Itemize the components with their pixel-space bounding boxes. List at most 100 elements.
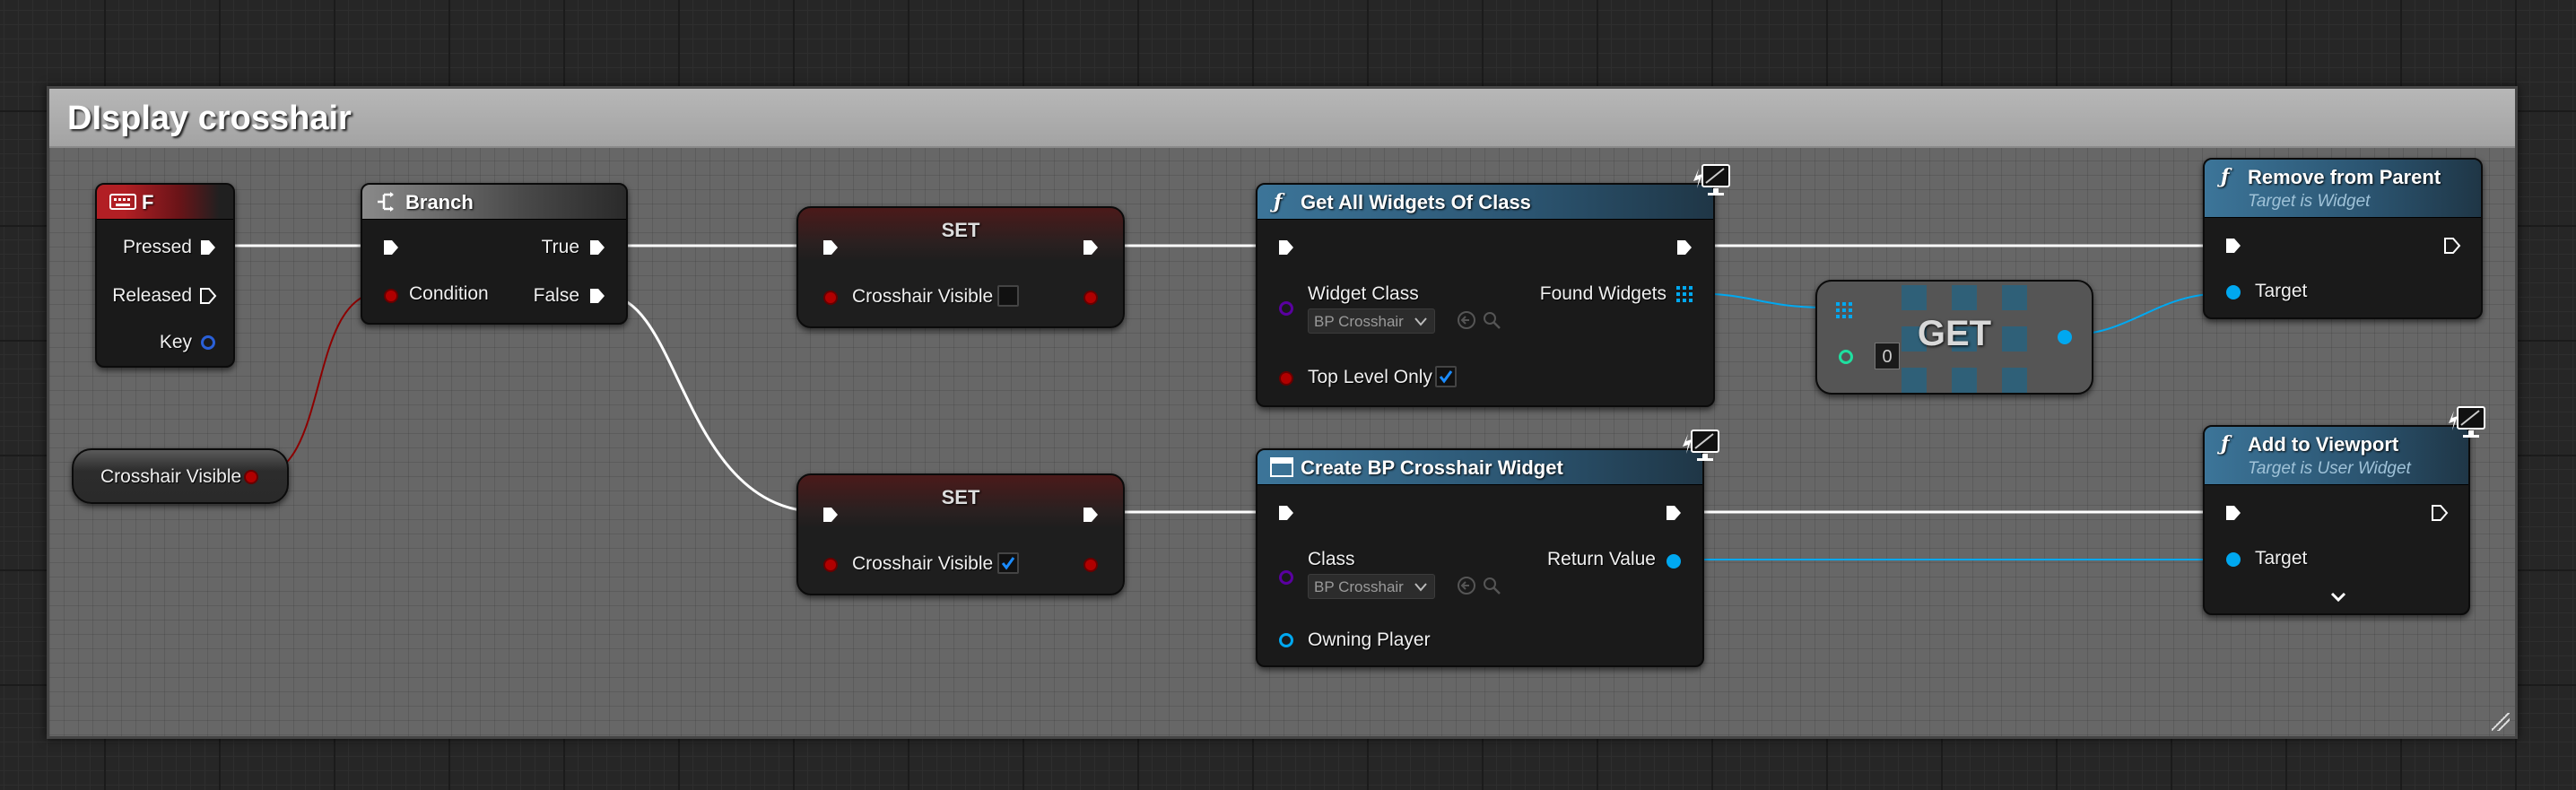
pin-label-class: Class [1308,549,1355,569]
set-node-top[interactable]: SET Crosshair Visible [796,206,1125,328]
exec-out-pin-false[interactable] [588,287,606,305]
class-dropdown[interactable]: BP Crosshair [1308,574,1435,599]
node-title: SET [941,486,980,508]
index-input-field[interactable]: 0 [1875,343,1900,369]
function-icon: ƒ [1274,190,1283,213]
item-output-pin[interactable] [2058,330,2072,344]
chevron-down-icon [1414,317,1427,326]
browse-icon[interactable] [1482,576,1501,595]
comment-title: DIsplay crosshair [67,100,352,137]
crosshair-visible-checkbox[interactable] [997,285,1019,307]
branch-icon [378,192,394,212]
pin-label-owning-player: Owning Player [1308,629,1431,650]
branch-node[interactable]: Branch Condition True False [361,183,628,325]
pin-label-target: Target [2255,281,2308,301]
exec-in-pin[interactable] [2224,504,2242,522]
exec-in-pin[interactable] [1277,504,1295,522]
owning-player-input-pin[interactable] [1279,633,1293,647]
exec-out-pin[interactable] [1665,504,1683,522]
monitor-icon [1693,164,1730,195]
pin-label-true: True [541,237,579,257]
return-value-output-pin[interactable] [1667,554,1681,569]
pin-label-condition: Condition [409,283,489,304]
function-icon: ƒ [2221,165,2230,188]
remove-from-parent-node[interactable]: ƒ Remove from Parent Target is Widget Ta… [2203,158,2483,319]
bool-output-pin[interactable] [244,470,258,484]
variable-label: Crosshair Visible [852,286,994,307]
pin-label-false: False [533,285,579,306]
browse-icon[interactable] [1482,310,1501,330]
widget-class-input-pin[interactable] [1279,301,1293,316]
array-get-node[interactable]: GET 0 [1815,280,2093,395]
node-title: Branch [405,191,474,213]
widget-class-dropdown[interactable]: BP Crosshair [1308,308,1435,334]
checkmark-icon [1001,557,1015,570]
add-to-viewport-node[interactable]: ƒ Add to Viewport Target is User Widget … [2203,425,2470,615]
monitor-icon [1683,430,1719,461]
top-level-only-checkbox[interactable] [1435,366,1457,387]
keyboard-icon [109,194,136,210]
pin-label-widget-class: Widget Class [1308,283,1419,304]
exec-out-pin-pressed[interactable] [199,239,217,256]
node-title: Remove from Parent [2248,166,2441,188]
array-input-pin[interactable] [1835,301,1853,319]
bool-input-pin[interactable] [823,558,838,572]
class-value: BP Crosshair [1314,578,1404,595]
node-title: Get All Widgets Of Class [1301,191,1531,213]
exec-in-pin[interactable] [1277,239,1295,256]
exec-in-pin[interactable] [822,506,840,524]
bool-input-pin[interactable] [823,291,838,305]
chevron-down-icon[interactable] [2330,592,2346,603]
widget-class-value: BP Crosshair [1314,313,1404,330]
exec-out-pin[interactable] [1082,239,1100,256]
key-output-pin[interactable] [201,335,215,350]
node-subtitle: Target is User Widget [2248,459,2411,478]
class-input-pin[interactable] [1279,570,1293,585]
node-title: F [142,191,154,213]
monitor-icon [2449,406,2485,438]
pin-label-top-level-only: Top Level Only [1308,367,1432,387]
get-all-widgets-of-class-node[interactable]: ƒ Get All Widgets Of Class Widget Class … [1256,183,1715,407]
widget-icon [1270,457,1293,477]
pin-label-released: Released [112,285,192,306]
target-input-pin[interactable] [2226,552,2241,567]
set-node-bottom[interactable]: SET Crosshair Visible [796,473,1125,595]
function-icon: ƒ [2221,432,2230,456]
bool-output-pin[interactable] [1083,558,1098,572]
variable-label: Crosshair Visible [100,466,242,487]
node-title: SET [941,219,980,241]
pin-label-return-value: Return Value [1546,549,1656,569]
create-widget-node[interactable]: Create BP Crosshair Widget Class BP Cros… [1256,448,1704,667]
input-key-f-node[interactable]: F Pressed Released Key [95,183,235,368]
pin-label-target: Target [2255,548,2308,569]
node-title: Create BP Crosshair Widget [1301,456,1563,479]
bool-output-pin[interactable] [1083,291,1098,305]
exec-out-pin[interactable] [2443,237,2461,255]
target-input-pin[interactable] [2226,285,2241,300]
node-title: Add to Viewport [2248,433,2399,456]
array-output-pin[interactable] [1675,285,1693,303]
exec-out-pin-true[interactable] [588,239,606,256]
crosshair-visible-checkbox[interactable] [997,552,1019,574]
exec-in-pin[interactable] [822,239,840,256]
exec-out-pin[interactable] [2431,504,2449,522]
exec-in-pin[interactable] [382,239,400,256]
pin-label-found-widgets: Found Widgets [1539,283,1667,304]
top-level-only-input-pin[interactable] [1279,371,1293,386]
chevron-down-icon [1414,583,1427,592]
comment-header[interactable]: DIsplay crosshair [49,89,2515,148]
checkmark-icon [1439,370,1453,384]
variable-label: Crosshair Visible [852,553,994,574]
exec-in-pin[interactable] [2224,237,2242,255]
exec-out-pin[interactable] [1082,506,1100,524]
crosshair-visible-variable-node[interactable]: Crosshair Visible [72,448,289,504]
array-grid-backdrop-icon [1902,285,2027,393]
use-selected-icon[interactable] [1457,576,1476,595]
exec-out-pin[interactable] [1675,239,1693,256]
condition-input-pin[interactable] [384,289,398,303]
pin-label-key: Key [159,332,192,352]
resize-handle-icon[interactable] [2492,713,2510,731]
index-input-pin[interactable] [1839,350,1853,364]
exec-out-pin-released[interactable] [199,287,217,305]
use-selected-icon[interactable] [1457,310,1476,330]
